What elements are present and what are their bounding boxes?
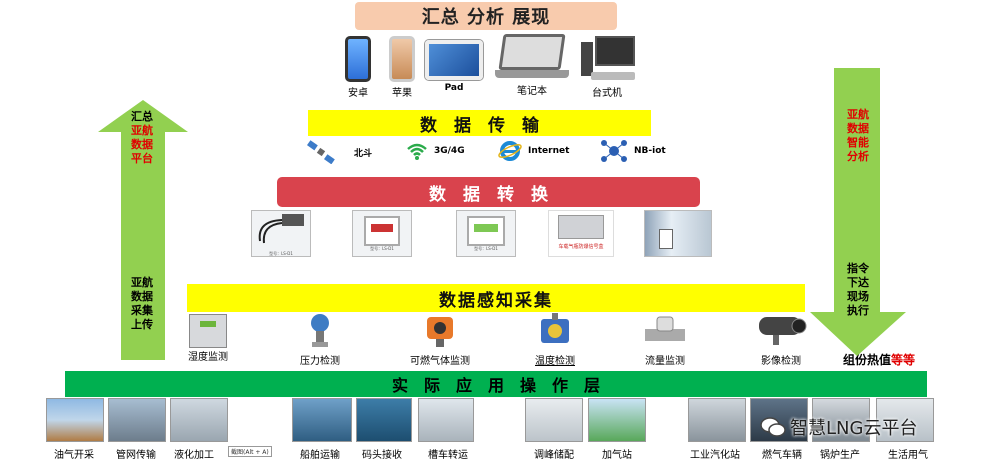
- humidity-sensor-icon: [189, 314, 227, 348]
- application-label: 油气开采: [54, 450, 94, 461]
- device-label: 安卓: [348, 88, 368, 99]
- wifi-icon: [407, 143, 427, 160]
- watermark-text: 智慧LNG云平台: [790, 418, 918, 439]
- temperature-sensor-icon: [541, 313, 569, 343]
- application-layer: 实 际 应 用 操 作 层: [65, 371, 927, 397]
- network-label: NB-iot: [634, 146, 666, 156]
- apple-phone-icon: [389, 36, 415, 82]
- network-nbiot: NB-iot: [600, 139, 666, 163]
- android-device: 安卓: [338, 36, 378, 99]
- camera-icon: [759, 317, 807, 345]
- application-label: 调峰储配: [534, 450, 574, 461]
- application-label: 锅炉生产: [820, 450, 860, 461]
- photo-gas-station: [588, 398, 646, 442]
- network-label: 北斗: [354, 148, 373, 159]
- data-conversion-layer: 数 据 转 换: [277, 177, 700, 207]
- laptop-device: 笔记本: [492, 34, 572, 97]
- sensor-temperature: 温度检测: [526, 313, 584, 367]
- screenshot-hint-button[interactable]: 截图(Alt + A): [228, 446, 272, 457]
- application-label: 码头接收: [362, 450, 402, 461]
- network-label: Internet: [528, 146, 570, 156]
- watermark: 智慧LNG云平台: [760, 414, 917, 440]
- left-arrow-bottom-text: 亚航 数据 采集 上传: [131, 276, 153, 331]
- pad-device: Pad: [422, 40, 486, 93]
- photo-domestic-gas: [876, 398, 934, 442]
- left-arrow-top-red: 亚航 数据 平台: [131, 124, 153, 165]
- tablet-icon: [425, 40, 483, 80]
- left-arrow-top-black: 汇总: [131, 110, 153, 123]
- data-transmission-layer: 数 据 传 输: [308, 110, 651, 136]
- sensor-label: 可燃气体监测: [410, 356, 470, 367]
- device-label: 苹果: [392, 88, 412, 99]
- sensor-label: 温度检测: [535, 356, 575, 367]
- converter-caption: 型号：LS-D1: [269, 251, 293, 256]
- application-label: 槽车转运: [428, 450, 468, 461]
- sensor-pressure: 压力检测: [292, 313, 348, 367]
- satellite-icon: [307, 140, 335, 164]
- upload-arrow: [98, 100, 188, 360]
- converter-image-4: 车载气瓶防爆信号盒: [548, 210, 614, 257]
- data-sensing-layer: 数据感知采集: [187, 284, 805, 312]
- flow-meter-icon: [645, 316, 685, 341]
- converter-image-2: 型号：LS-D1: [352, 210, 412, 257]
- laptop-icon: [492, 34, 572, 78]
- converter-image-1: 型号：LS-D1: [251, 210, 311, 257]
- network-3g4g: 3G/4G: [406, 141, 465, 161]
- apple-device: 苹果: [382, 36, 422, 99]
- application-label: 工业汽化站: [690, 450, 740, 461]
- desktop-icon: [577, 36, 637, 82]
- network-beidou: 北斗: [306, 140, 372, 164]
- network-label: 3G/4G: [434, 146, 465, 156]
- desktop-device: 台式机: [572, 36, 642, 99]
- sensor-label: 压力检测: [300, 356, 340, 367]
- sensor-label: 影像检测: [761, 356, 801, 367]
- sensor-extra-red: 等等: [891, 353, 916, 367]
- application-label: 燃气车辆: [762, 450, 802, 461]
- sensor-label: 流量监测: [645, 356, 685, 367]
- converter-image-3: 型号：LS-D1: [456, 210, 516, 257]
- command-arrow: [810, 68, 906, 356]
- converter-image-5: [644, 210, 712, 257]
- network-internet: Internet: [498, 140, 569, 162]
- pressure-gauge-icon: [311, 314, 329, 347]
- converter-caption: 型号：LS-D1: [370, 246, 394, 251]
- photo-industrial-vaporization: [688, 398, 746, 442]
- wechat-icon: [760, 417, 786, 437]
- left-arrow-top-text: 汇总 亚航 数据 平台: [120, 110, 164, 166]
- photo-oil-gas-extraction: [46, 398, 104, 442]
- right-arrow-top-text: 亚航 数据 智能 分析: [847, 108, 869, 163]
- iot-network-icon: [601, 140, 627, 162]
- application-label: 生活用气: [888, 450, 928, 461]
- converter-caption: 车载气瓶防爆信号盒: [558, 244, 604, 250]
- right-arrow-bottom-text: 指令 下达 现场 执行: [847, 262, 869, 317]
- application-label: 船舶运输: [300, 450, 340, 461]
- page-title: 汇总 分析 展现: [355, 2, 617, 30]
- gas-detector-icon: [427, 317, 453, 347]
- sensor-combustible-gas: 可燃气体监测: [400, 313, 480, 367]
- photo-tanker-transfer: [418, 398, 474, 442]
- photo-ship-transport: [292, 398, 352, 442]
- application-label: 加气站: [602, 450, 632, 461]
- sensor-extra-note: 组份热值等等: [843, 351, 915, 368]
- sensor-video: 影像检测: [746, 311, 816, 367]
- converter-caption: 型号：LS-D1: [474, 246, 498, 251]
- photo-boiler-production: [812, 398, 870, 442]
- application-label: 液化加工: [174, 450, 214, 461]
- application-label: 管网传输: [116, 450, 156, 461]
- sensor-humidity: 湿度监测: [180, 314, 236, 363]
- sensor-label: 湿度监测: [188, 352, 228, 363]
- photo-peak-shaving-storage: [525, 398, 583, 442]
- photo-terminal-receiving: [356, 398, 412, 442]
- photo-liquefaction-plant: [170, 398, 228, 442]
- device-label: 台式机: [592, 88, 622, 99]
- device-label: Pad: [444, 83, 464, 93]
- device-label: 笔记本: [517, 86, 547, 97]
- android-phone-icon: [345, 36, 371, 82]
- internet-explorer-icon: [498, 141, 522, 161]
- sensor-extra-black: 组份热值: [843, 353, 892, 367]
- sensor-flow: 流量监测: [636, 313, 694, 367]
- photo-pipeline-transmission: [108, 398, 166, 442]
